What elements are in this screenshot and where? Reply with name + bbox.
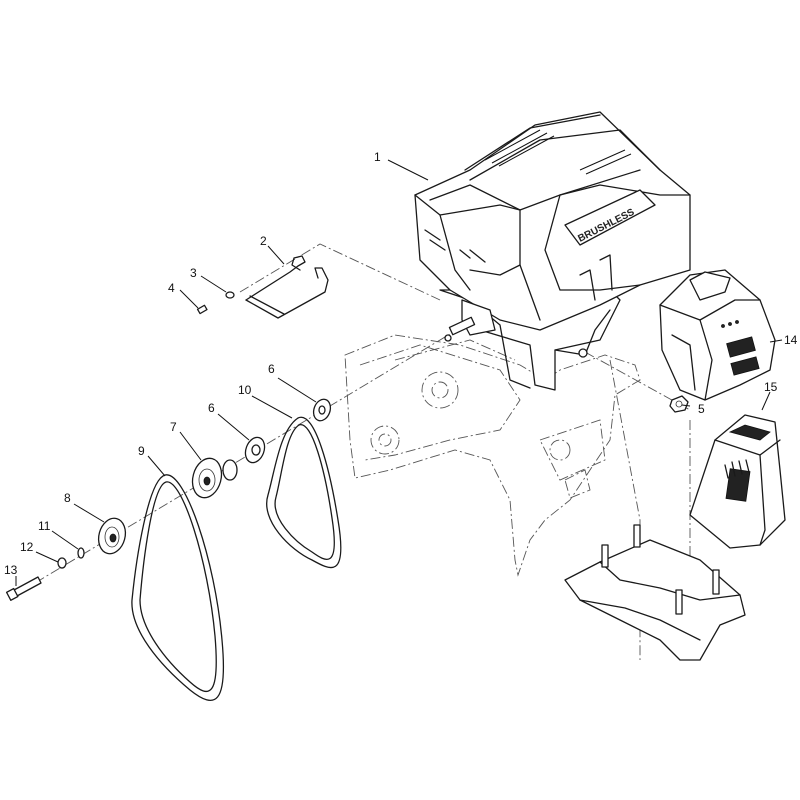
callout-6b: 6 bbox=[208, 401, 215, 415]
pulley-large bbox=[191, 457, 238, 499]
callout-3: 3 bbox=[190, 266, 197, 280]
brushless-motor: BRUSHLESS bbox=[414, 111, 691, 391]
belt-large bbox=[131, 474, 225, 701]
battery-pack bbox=[659, 269, 776, 401]
callout-13: 13 bbox=[4, 563, 18, 577]
callout-10: 10 bbox=[238, 383, 252, 397]
frame-housing bbox=[344, 334, 641, 577]
callout-labels: 1 2 3 4 5 6 6 7 8 9 10 11 12 13 14 15 bbox=[4, 150, 798, 577]
callout-6a: 6 bbox=[268, 362, 275, 376]
callout-4: 4 bbox=[168, 281, 175, 295]
callout-7: 7 bbox=[170, 420, 177, 434]
leader-lines bbox=[15, 159, 783, 586]
wire-handle bbox=[245, 255, 329, 319]
top-vents bbox=[484, 129, 632, 175]
hardware-bolt-stack bbox=[5, 547, 85, 601]
callout-9: 9 bbox=[138, 444, 145, 458]
callout-14: 14 bbox=[784, 333, 798, 347]
callout-2: 2 bbox=[260, 234, 267, 248]
washers bbox=[244, 398, 332, 464]
hex-nut bbox=[669, 395, 689, 413]
callout-12: 12 bbox=[20, 540, 34, 554]
callout-8: 8 bbox=[64, 491, 71, 505]
battery-charger bbox=[689, 414, 786, 549]
callout-11: 11 bbox=[38, 519, 51, 533]
pulley-small bbox=[97, 517, 127, 555]
callout-5: 5 bbox=[698, 402, 705, 416]
mounting-plate bbox=[564, 524, 746, 661]
callout-1: 1 bbox=[374, 150, 381, 164]
hardware-washer-bolt bbox=[196, 291, 235, 315]
belt-small bbox=[266, 416, 342, 569]
callout-15: 15 bbox=[764, 380, 778, 394]
